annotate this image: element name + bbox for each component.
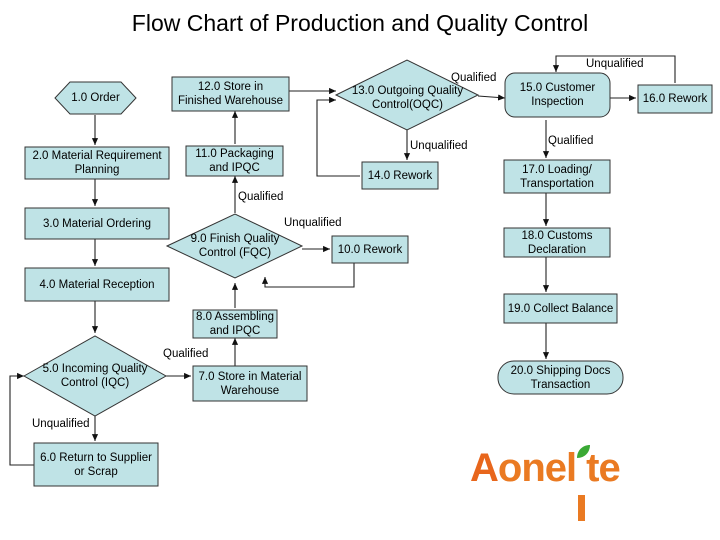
node-iqc: 5.0 Incoming Quality Control (IQC) xyxy=(42,363,148,389)
node-shape-10 xyxy=(331,235,409,264)
node-shape-12 xyxy=(171,76,290,112)
node-customer-inspection: 15.0 Customer Inspection xyxy=(519,82,596,108)
node-shape-19 xyxy=(503,293,618,324)
arrow-16-back-15 xyxy=(552,55,676,83)
node-shape-7 xyxy=(192,365,308,402)
logo-letters-te: te xyxy=(586,446,621,490)
node-store-finished-warehouse: 12.0 Store in Finished Warehouse xyxy=(177,81,284,107)
arrow-13-15 xyxy=(477,94,506,101)
shapes xyxy=(22,59,713,487)
node-shape-2 xyxy=(24,146,170,180)
label-fqc-qualified: Qualified xyxy=(238,191,284,203)
label-fqc-unqualified: Unqualified xyxy=(284,217,342,229)
node-shape-17 xyxy=(503,159,611,194)
label-ci-unqualified: Unqualified xyxy=(586,58,644,70)
node-shape-13 xyxy=(334,59,480,131)
node-collect-balance: 19.0 Collect Balance xyxy=(507,302,614,315)
node-shape-9 xyxy=(165,213,304,279)
node-shape-11 xyxy=(185,145,284,177)
node-shape-14 xyxy=(361,161,439,190)
arrow-10-back-9 xyxy=(261,263,355,288)
arrow-6-back-5 xyxy=(9,372,34,466)
node-shape-18 xyxy=(503,227,611,258)
node-rework-14: 14.0 Rework xyxy=(367,169,433,182)
node-oqc: 13.0 Outgoing Quality Control(OQC) xyxy=(351,85,464,111)
node-assembling-ipqc: 8.0 Assembling and IPQC xyxy=(196,311,274,337)
node-shape-3 xyxy=(24,207,170,240)
node-order: 1.0 Order xyxy=(71,92,120,104)
logo-leaf-icon xyxy=(577,445,590,458)
node-rework-10: 10.0 Rework xyxy=(337,243,403,256)
node-shape-15 xyxy=(504,72,611,118)
node-shape-6 xyxy=(33,442,159,487)
page-title: Flow Chart of Production and Quality Con… xyxy=(131,10,589,36)
connectors xyxy=(9,55,676,466)
node-material-requirement-planning: 2.0 Material Requirement Planning xyxy=(32,150,162,176)
label-ci-qualified: Qualified xyxy=(548,135,594,147)
node-shape-5 xyxy=(22,335,168,417)
node-return-to-supplier: 6.0 Return to Supplier or Scrap xyxy=(40,451,152,478)
node-shape-16 xyxy=(637,84,713,114)
node-shape-20 xyxy=(497,360,624,395)
node-material-reception: 4.0 Material Reception xyxy=(39,278,155,291)
node-fqc: 9.0 Finish Quality Control (FQC) xyxy=(190,233,280,259)
node-shape-4 xyxy=(24,267,170,302)
node-loading-transportation: 17.0 Loading/ Transportation xyxy=(520,163,594,190)
label-oqc-unqualified: Unqualified xyxy=(410,140,468,152)
node-packaging-ipqc: 11.0 Packaging and IPQC xyxy=(195,148,274,174)
logo-letter-a: A xyxy=(470,446,499,490)
label-iqc-unqualified: Unqualified xyxy=(32,418,90,430)
node-customs-declaration: 18.0 Customs Declaration xyxy=(521,229,593,256)
label-iqc-qualified: Qualified xyxy=(163,348,209,360)
node-rework-16: 16.0 Rework xyxy=(642,93,708,105)
node-material-ordering: 3.0 Material Ordering xyxy=(42,217,152,230)
arrow-14-back-13 xyxy=(316,96,360,177)
node-shape-1 xyxy=(54,81,137,115)
node-store-material-warehouse: 7.0 Store in Material Warehouse xyxy=(198,370,302,397)
logo-letters-onel: onel xyxy=(497,446,577,490)
node-shipping-docs: 20.0 Shipping Docs Transaction xyxy=(510,364,611,391)
node-shape-8 xyxy=(192,309,278,339)
label-oqc-qualified: Qualified xyxy=(451,72,497,84)
